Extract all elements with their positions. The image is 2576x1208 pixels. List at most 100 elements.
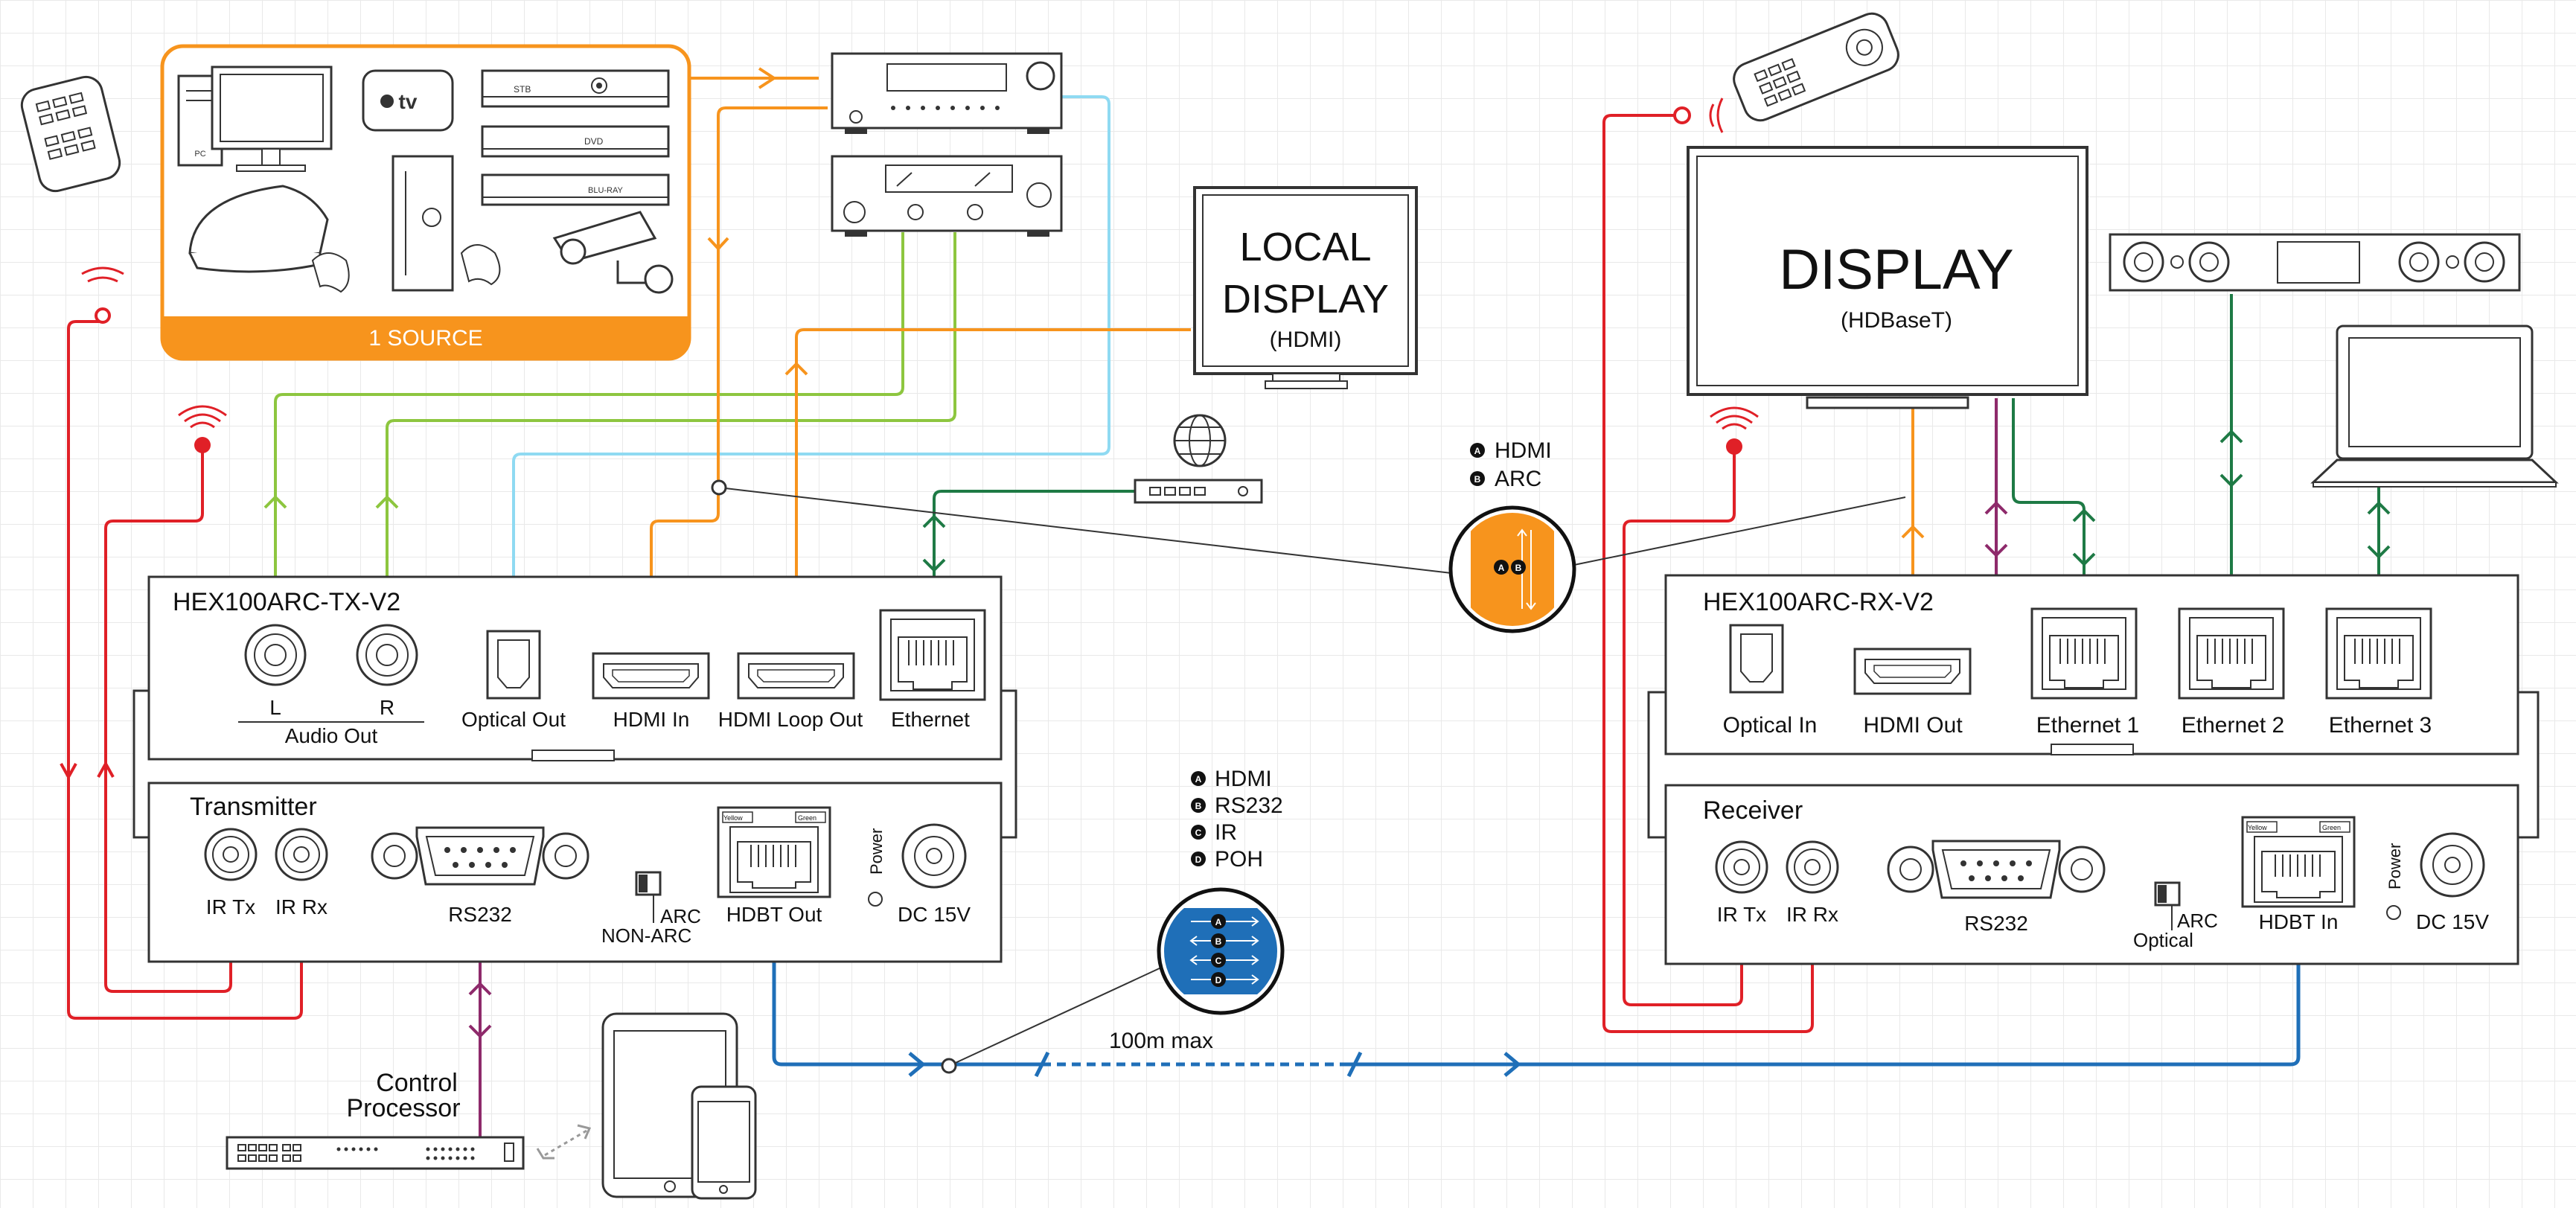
- tx-label-r: R: [380, 696, 394, 719]
- tx-hdmi-in-port[interactable]: [592, 652, 710, 700]
- tx-label-ir-tx: IR Tx: [206, 895, 255, 918]
- hdbt-bubble: A B C D: [1157, 887, 1285, 1015]
- rx-green-led-label: Green: [2322, 824, 2341, 831]
- rx-ir-rx-port[interactable]: [1786, 840, 1839, 894]
- legend-hdbt-letter-a: A: [1195, 774, 1202, 784]
- rx-rs232-port[interactable]: [1887, 840, 2106, 899]
- rx-label-ir-rx: IR Rx: [1786, 903, 1838, 926]
- rx-name: Receiver: [1703, 796, 1803, 825]
- laptop-icon: [2310, 325, 2559, 488]
- tx-label-non-arc: NON-ARC: [601, 924, 691, 947]
- tx-label-power: Power: [867, 828, 886, 875]
- tx-ethernet-port[interactable]: [879, 609, 986, 701]
- ir-emitter-left: [95, 307, 111, 324]
- rx-arc-switch[interactable]: [2154, 881, 2181, 930]
- hdbaset-display: DISPLAY (HDBaseT): [1687, 146, 2088, 409]
- stb-label: STB: [514, 84, 531, 95]
- rx-label-dc: DC 15V: [2416, 910, 2489, 933]
- legend-hdbt-letter-c: C: [1195, 828, 1202, 838]
- local-display: LOCAL DISPLAY (HDMI): [1193, 186, 1418, 389]
- tx-arc-switch[interactable]: [635, 871, 662, 923]
- rx-label-optical: Optical: [2133, 929, 2193, 951]
- legend-arc-label-arc: ARC: [1495, 467, 1541, 491]
- ir-receiver-rx-icon: [1710, 406, 1759, 455]
- tx-label-dc: DC 15V: [898, 903, 971, 926]
- transmitter-unit: HEX100ARC-TX-V2 Transmitter L R Audio Ou…: [132, 575, 1017, 963]
- rx-dc-port[interactable]: [2420, 832, 2485, 898]
- tx-ir-rx-port[interactable]: [275, 828, 328, 881]
- dvd-icon: DVD: [481, 125, 670, 158]
- legend-hdbt-letter-b: B: [1195, 801, 1202, 811]
- stb-icon: STB: [481, 69, 670, 108]
- display-sub: (HDBaseT): [1841, 308, 1952, 333]
- rx-label-arc: ARC: [2177, 910, 2218, 932]
- tx-green-led-label: Green: [798, 814, 816, 822]
- rx-label-hdmi-out: HDMI Out: [1863, 713, 1963, 738]
- rx-label-ethernet1: Ethernet 1: [2036, 713, 2139, 738]
- tx-optical-out-port[interactable]: [486, 630, 541, 700]
- control-processor-line1: Control: [376, 1069, 458, 1097]
- rx-ir-tx-port[interactable]: [1715, 840, 1768, 894]
- apple-tv-icon: tv: [362, 69, 454, 132]
- optical-cable: [512, 95, 1110, 659]
- receiver-unit: HEX100ARC-RX-V2 Receiver Optical In HDMI…: [1647, 574, 2540, 965]
- internet-globe-icon: [1173, 414, 1227, 467]
- rx-model: HEX100ARC-RX-V2: [1703, 588, 1934, 616]
- rx-label-ethernet2: Ethernet 2: [2182, 713, 2284, 738]
- tx-label-arc: ARC: [660, 905, 701, 927]
- game-console-icon: [188, 185, 350, 293]
- pc-label: PC: [194, 150, 205, 159]
- rx-label-optical-in: Optical In: [1723, 713, 1818, 738]
- control-processor-icon: [226, 1136, 525, 1170]
- rx-label-ir-tx: IR Tx: [1717, 903, 1766, 926]
- network-switch-icon: [1134, 479, 1263, 504]
- tx-ir-tx-port[interactable]: [204, 828, 258, 881]
- bluray-icon: BLU-RAY: [481, 173, 670, 206]
- legend-hdbt: A HDMI B RS232 C IR D POH: [1191, 767, 1283, 872]
- rx-label-power: Power: [2385, 843, 2404, 889]
- tx-rs232-port[interactable]: [371, 826, 589, 886]
- remote-left-icon: [20, 75, 121, 193]
- hdbaset-cable: [772, 834, 2301, 1078]
- tx-label-ir-rx: IR Rx: [275, 895, 327, 918]
- av-receiver: [831, 52, 1063, 134]
- rx-ethernet2-port[interactable]: [2178, 607, 2285, 700]
- rx-ethernet3-port[interactable]: [2325, 607, 2432, 700]
- tx-label-optical-out: Optical Out: [461, 708, 566, 731]
- legend-hdbt-label-3: POH: [1215, 847, 1263, 872]
- tx-power-led: [868, 892, 883, 907]
- local-display-line2: DISPLAY: [1222, 277, 1389, 322]
- arc-bubble-letter-b: B: [1515, 563, 1522, 573]
- camera-icon: [552, 211, 674, 294]
- amplifier: [831, 155, 1063, 237]
- rx-hdmi-out-port[interactable]: [1853, 648, 1972, 695]
- hdbt-bubble-letter-c: C: [1215, 956, 1222, 966]
- ir-cables-tx: [60, 320, 303, 1020]
- remote-right-icon: [1733, 12, 1899, 122]
- legend-hdbt-label-2: IR: [1215, 820, 1237, 845]
- tx-label-ethernet: Ethernet: [891, 708, 970, 731]
- local-display-sub: (HDMI): [1270, 327, 1342, 352]
- wireless-link-icon: [536, 1124, 592, 1160]
- rx-ethernet1-port[interactable]: [2030, 607, 2138, 700]
- tx-audio-left-port[interactable]: [244, 624, 307, 686]
- rx-label-ethernet3: Ethernet 3: [2329, 713, 2432, 738]
- hdbt-bubble-letter-b: B: [1215, 936, 1222, 947]
- tx-hdmi-loop-out-port[interactable]: [737, 652, 855, 700]
- hdmi-cables: [650, 67, 1925, 670]
- tx-dc-port[interactable]: [901, 823, 967, 889]
- soundbar-icon: [2109, 233, 2521, 292]
- tx-name: Transmitter: [190, 793, 317, 821]
- source-label: 1 SOURCE: [368, 326, 482, 351]
- ir-signal-right-icon: [1709, 98, 1724, 133]
- rx-power-led: [2386, 905, 2401, 920]
- control-processor-line2: Processor: [346, 1094, 460, 1122]
- tx-audio-right-port[interactable]: [356, 624, 418, 686]
- legend-arc-label-hdmi: HDMI: [1495, 438, 1552, 463]
- legend-arc: A HDMI B ARC: [1470, 438, 1552, 491]
- rx-optical-in-port[interactable]: [1729, 624, 1784, 694]
- cable-length-label: 100m max: [1109, 1029, 1213, 1053]
- legend-hdbt-label-1: RS232: [1215, 793, 1283, 818]
- phone-icon: [691, 1085, 757, 1200]
